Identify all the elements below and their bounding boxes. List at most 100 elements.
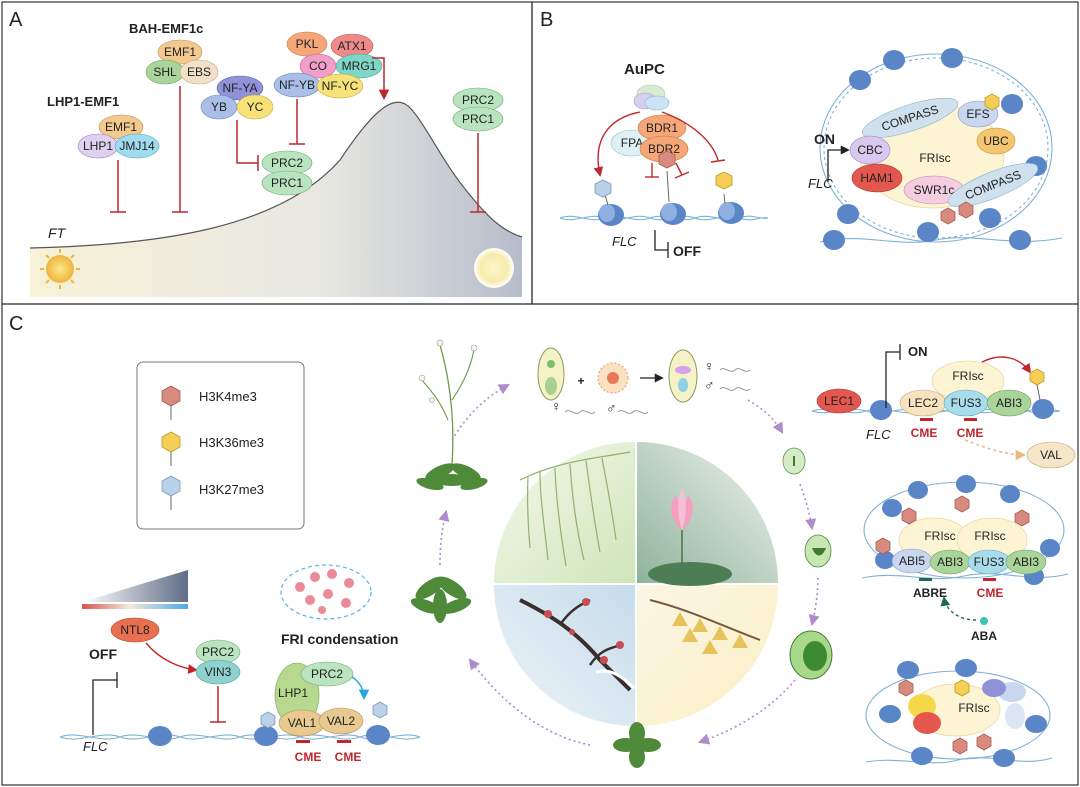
abi3-protein <box>1005 549 1047 575</box>
cme-element <box>964 418 977 421</box>
ft-expression-curve <box>30 102 522 297</box>
ginkgo-icon <box>649 599 761 654</box>
flowering-plant-icon <box>416 339 488 491</box>
svg-text:UBC: UBC <box>983 134 1009 148</box>
frisc-label: FRIsc <box>919 151 950 165</box>
ft-gene-label: FT <box>48 225 67 241</box>
jmj14-protein <box>114 133 160 159</box>
bah-emf1c-complex-label: BAH-EMF1c <box>129 21 203 36</box>
off-label: OFF <box>673 243 701 259</box>
panel-b-label: B <box>540 9 553 31</box>
h3k4me3-mark-icon <box>875 495 1030 555</box>
h3k4me3-mark-icon <box>940 201 974 225</box>
flc-gene-label: FLC <box>808 176 833 191</box>
vin3-protein <box>195 659 241 685</box>
pollen-icon <box>597 362 629 394</box>
prc2-protein <box>300 661 354 687</box>
off-label: OFF <box>89 646 117 662</box>
off-repress-line <box>92 679 117 735</box>
ham1-protein <box>851 163 903 193</box>
nucleosome-icon <box>148 725 390 746</box>
svg-text:CO: CO <box>309 59 327 73</box>
temperature-bar <box>82 604 188 609</box>
ntl8-activation-arrow <box>145 642 198 674</box>
h3k4me3-mark-icon <box>658 150 676 203</box>
svg-text:LEC2: LEC2 <box>908 396 938 410</box>
seedling-icon <box>613 722 661 768</box>
val2-protein <box>318 707 364 735</box>
autumn-quadrant <box>637 585 778 726</box>
svg-text:LHP1: LHP1 <box>278 686 308 700</box>
svg-text:NF-YA: NF-YA <box>222 81 257 95</box>
svg-text:YC: YC <box>247 100 264 114</box>
moon-icon <box>474 248 514 288</box>
legend-h3k36me3-label: H3K36me3 <box>199 435 264 450</box>
cme-element <box>920 418 933 421</box>
off-repress-line <box>654 230 668 251</box>
protein-yellow-icon <box>908 694 936 718</box>
on-repress-line <box>885 351 900 408</box>
cme-element <box>983 578 996 581</box>
frisc-activation-arrow <box>981 356 1032 374</box>
cme-element <box>337 740 351 743</box>
sun-icon <box>40 249 80 289</box>
svg-text:MRG1: MRG1 <box>342 59 377 73</box>
svg-text:BDR2: BDR2 <box>648 142 680 156</box>
ebs-protein <box>179 59 219 85</box>
abre-label: ABRE <box>913 586 947 600</box>
h3k36me3-mark-icon <box>984 93 1000 111</box>
svg-text:SWR1c: SWR1c <box>914 183 955 197</box>
embryo-stage-icon <box>782 447 833 680</box>
svg-text:VAL2: VAL2 <box>327 714 356 728</box>
bdr-inhibit-b <box>675 162 683 176</box>
mrg1-protein <box>335 53 383 79</box>
fri-condensate-particles <box>295 569 354 614</box>
cme-label: CME <box>335 750 362 764</box>
svg-text:LHP1: LHP1 <box>83 139 113 153</box>
cbc-protein <box>849 135 891 165</box>
h3k36me3-mark-icon <box>954 679 970 697</box>
protein-purple-icon <box>982 679 1006 697</box>
h3k27me3-mark-icon <box>161 475 181 510</box>
aupc-inhibit-right <box>661 111 719 161</box>
svg-text:LEC1: LEC1 <box>824 394 854 408</box>
svg-text:FRIsc: FRIsc <box>974 529 1005 543</box>
lotus-icon <box>648 488 732 586</box>
svg-text:NF-YB: NF-YB <box>279 78 315 92</box>
willow-icon <box>519 451 631 567</box>
on-label: ON <box>814 131 835 147</box>
aupc-complex-icon <box>633 84 670 111</box>
summer-quadrant <box>637 442 778 583</box>
protein-pale-icon <box>1005 703 1025 729</box>
cme-label: CME <box>911 426 938 440</box>
frisc-label: FRIsc <box>958 701 989 715</box>
h3k27me3-mark-icon <box>260 701 388 729</box>
lec1-protein <box>816 388 862 414</box>
abre-element <box>919 578 932 581</box>
nucleosome-icon <box>598 202 744 226</box>
cme-label: CME <box>295 750 322 764</box>
svg-text:FPA: FPA <box>621 136 643 150</box>
legend-h3k27me3-label: H3K27me3 <box>199 482 264 497</box>
winter-quadrant <box>494 585 635 726</box>
ovule-icon <box>537 347 565 401</box>
svg-text:NTL8: NTL8 <box>120 623 150 637</box>
on-label: ON <box>908 344 928 359</box>
svg-text:VAL1: VAL1 <box>288 716 317 730</box>
chromatin-marks-mini <box>564 368 751 414</box>
h3k36me3-mark-icon <box>1029 368 1045 401</box>
aupc-label: AuPC <box>624 61 665 78</box>
fri-condensation-label: FRI condensation <box>281 631 398 647</box>
flc-gene-label: FLC <box>83 739 108 754</box>
val-arrow <box>964 439 1027 461</box>
ubc-protein <box>976 127 1016 155</box>
svg-text:ATX1: ATX1 <box>337 39 366 53</box>
female-symbol: ♀ <box>551 398 562 414</box>
svg-text:PRC2: PRC2 <box>462 93 494 107</box>
h3k4me3-mark-icon <box>161 385 181 420</box>
svg-text:VIN3: VIN3 <box>205 665 232 679</box>
seasons-circle <box>494 442 778 726</box>
svg-text:EFS: EFS <box>966 107 989 121</box>
svg-text:VAL: VAL <box>1040 448 1062 462</box>
